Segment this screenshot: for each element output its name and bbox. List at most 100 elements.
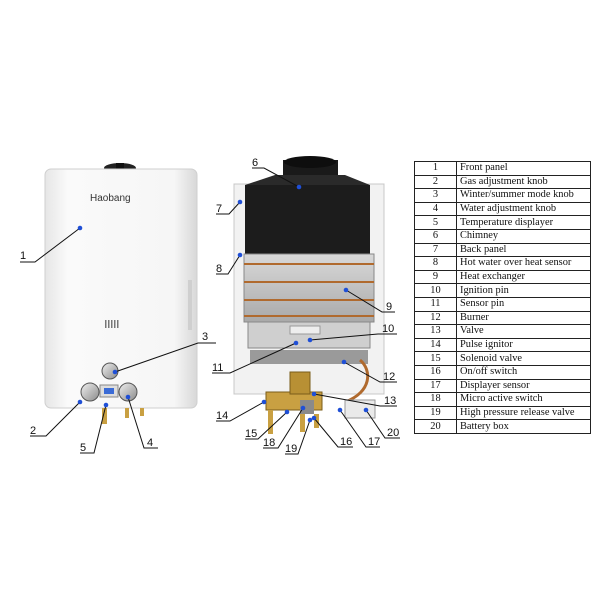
front-panel bbox=[44, 168, 198, 409]
leader-line bbox=[365, 409, 400, 439]
leader-marker bbox=[363, 407, 369, 413]
part-number: 4 bbox=[414, 201, 457, 217]
leader-line bbox=[216, 201, 241, 215]
callout-1: 1 bbox=[20, 225, 83, 263]
callout-11: 11 bbox=[212, 340, 299, 374]
callout-3: 3 bbox=[112, 331, 216, 375]
callout-number: 10 bbox=[382, 323, 394, 335]
leader-marker bbox=[293, 340, 299, 346]
part-name: Valve bbox=[456, 324, 591, 339]
leader-marker bbox=[307, 337, 313, 343]
leader-marker bbox=[341, 359, 347, 365]
leader-marker bbox=[343, 287, 349, 293]
leader-line bbox=[313, 417, 353, 448]
part-name: Water adjustment knob bbox=[456, 201, 591, 217]
callout-13: 13 bbox=[311, 391, 397, 407]
part-number: 9 bbox=[414, 269, 457, 285]
leader-marker bbox=[125, 394, 131, 400]
callout-number: 7 bbox=[216, 203, 222, 215]
leader-marker bbox=[307, 417, 313, 423]
part-number: 14 bbox=[414, 337, 457, 353]
brand-logo: Haobang bbox=[90, 193, 131, 204]
part-name: Pulse ignitor bbox=[456, 337, 591, 353]
callout-10: 10 bbox=[307, 323, 397, 343]
part-number: 12 bbox=[414, 310, 457, 326]
part-name: Solenoid valve bbox=[456, 351, 591, 366]
leader-marker bbox=[77, 399, 83, 405]
battery-box bbox=[344, 399, 376, 419]
leader-marker bbox=[103, 402, 109, 408]
leader-marker bbox=[300, 405, 306, 411]
callout-17: 17 bbox=[337, 407, 380, 448]
callout-number: 18 bbox=[263, 437, 275, 449]
leader-marker bbox=[112, 369, 118, 375]
callout-6: 6 bbox=[252, 157, 302, 190]
open-unit bbox=[233, 156, 385, 434]
callout-4: 4 bbox=[125, 394, 158, 449]
leader-line bbox=[263, 407, 304, 449]
part-name: Winter/summer mode knob bbox=[456, 188, 591, 203]
leader-line bbox=[339, 409, 380, 448]
part-name: Micro active switch bbox=[456, 392, 591, 407]
leader-line bbox=[212, 342, 297, 374]
part-number: 18 bbox=[414, 392, 457, 407]
leader-marker bbox=[261, 399, 267, 405]
callout-number: 12 bbox=[383, 371, 395, 383]
hood bbox=[245, 185, 370, 255]
part-number: 3 bbox=[414, 188, 457, 203]
leader-marker bbox=[237, 199, 243, 205]
part-name: On/off switch bbox=[456, 364, 591, 380]
part-name: Burner bbox=[456, 310, 591, 326]
callout-20: 20 bbox=[363, 407, 400, 439]
side-vent bbox=[188, 280, 192, 330]
leader-line bbox=[345, 289, 395, 313]
water-knob bbox=[118, 382, 138, 402]
leader-marker bbox=[296, 184, 302, 190]
leader-line bbox=[216, 401, 265, 422]
callout-19: 19 bbox=[285, 417, 313, 455]
valve-assembly bbox=[265, 358, 370, 434]
part-number: 20 bbox=[414, 419, 457, 434]
leader-line bbox=[245, 411, 288, 440]
part-number: 16 bbox=[414, 364, 457, 380]
part-name: Chimney bbox=[456, 228, 591, 244]
part-number: 2 bbox=[414, 174, 457, 190]
part-name: Gas adjustment knob bbox=[456, 174, 591, 190]
front-vent bbox=[105, 320, 119, 328]
callout-2: 2 bbox=[30, 399, 83, 437]
part-number: 6 bbox=[414, 228, 457, 244]
part-number: 5 bbox=[414, 215, 457, 230]
part-number: 11 bbox=[414, 296, 457, 312]
callout-7: 7 bbox=[216, 199, 243, 215]
callout-number: 8 bbox=[216, 263, 222, 275]
callout-14: 14 bbox=[216, 399, 267, 422]
gas-knob bbox=[80, 382, 100, 402]
callout-number: 16 bbox=[340, 436, 352, 448]
part-name: Temperature displayer bbox=[456, 215, 591, 230]
callout-8: 8 bbox=[216, 252, 243, 275]
part-number: 17 bbox=[414, 378, 457, 394]
leader-marker bbox=[337, 407, 343, 413]
callout-number: 13 bbox=[384, 395, 396, 407]
leader-line bbox=[285, 419, 311, 455]
leader-marker bbox=[237, 252, 243, 258]
leader-line bbox=[30, 401, 81, 437]
callout-number: 4 bbox=[147, 437, 153, 449]
part-name: Displayer sensor bbox=[456, 378, 591, 394]
